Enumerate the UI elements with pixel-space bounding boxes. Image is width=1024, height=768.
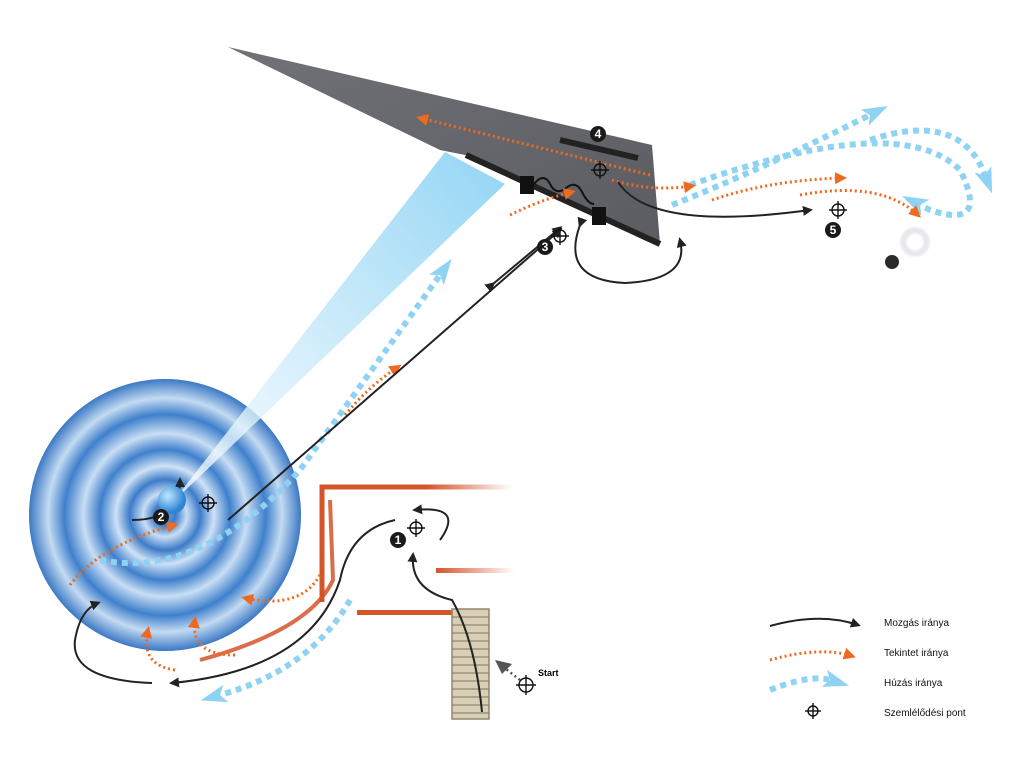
pull-paths [99, 106, 993, 703]
gaze-path-10 [799, 189, 921, 218]
platform-block-right [592, 207, 606, 225]
wall-middle [436, 568, 514, 573]
crosshair-icon [407, 519, 425, 537]
legend-observation-label: Szemlélődési pont [884, 708, 966, 719]
number-marker-4: 4 [590, 126, 606, 142]
start-arrow [501, 665, 521, 681]
move-path-loop1 [412, 504, 450, 541]
observation-points [199, 161, 847, 695]
move-path-to-disc [169, 519, 396, 688]
move-path-under-platform [574, 216, 687, 285]
gaze-path-2 [187, 616, 236, 657]
legend-movement-icon [769, 617, 861, 628]
number-marker-label: 4 [595, 127, 602, 141]
number-marker-2: 2 [153, 509, 169, 525]
number-marker-label: 5 [830, 223, 837, 237]
number-marker-5: 5 [825, 222, 841, 238]
move-path-exit [617, 181, 813, 218]
gaze-path-3 [140, 626, 176, 672]
gaze-path-6 [509, 188, 576, 217]
number-marker-1: 1 [390, 532, 406, 548]
crosshair-icon [516, 675, 536, 695]
light-beam [172, 152, 505, 503]
legend: Mozgás iránya Tekintet iránya Húzás irán… [768, 617, 966, 719]
number-marker-label: 1 [395, 533, 402, 547]
legend-pull-label: Húzás iránya [884, 678, 943, 689]
pull-path-bottom [200, 598, 353, 703]
center-orb [158, 486, 186, 514]
dark-ball [885, 255, 899, 269]
gaze-paths [68, 114, 921, 672]
wall-lower [357, 610, 455, 615]
platform-spring [533, 177, 595, 205]
legend-crosshair-icon [805, 703, 821, 719]
staircase [451, 608, 490, 720]
crosshair-icon [829, 201, 847, 219]
legend-gaze-label: Tekintet iránya [884, 648, 949, 659]
platform-block-left [520, 176, 534, 194]
move-path-around-disc [73, 600, 153, 684]
gaze-path-9 [711, 172, 847, 202]
glow-orb [899, 226, 931, 258]
pull-path-loop [688, 140, 973, 218]
wall-top [319, 484, 512, 602]
number-markers: 1 2 3 4 5 [153, 126, 841, 548]
crosshair-icon [199, 494, 217, 512]
gaze-path-4 [68, 521, 179, 586]
wall-diagonal [199, 499, 336, 662]
pull-path-platform [670, 106, 888, 208]
start-arrowhead-icon [495, 660, 512, 674]
move-path-bidir [484, 226, 563, 293]
number-marker-label: 2 [158, 510, 165, 524]
gaze-path-5 [343, 364, 402, 416]
pull-path-disc [99, 258, 452, 566]
legend-pull-icon [768, 669, 850, 693]
move-path-start [407, 552, 483, 713]
legend-gaze-icon [769, 647, 856, 662]
crosshair-icon [591, 161, 609, 179]
crosshair-icon [805, 703, 821, 719]
platform-rail-upper [559, 137, 639, 161]
platform [228, 47, 660, 244]
legend-movement-label: Mozgás iránya [884, 618, 949, 629]
number-marker-3: 3 [537, 239, 553, 255]
number-marker-label: 3 [542, 240, 549, 254]
crosshair-icon [551, 227, 569, 245]
start-label: Start [538, 668, 559, 678]
